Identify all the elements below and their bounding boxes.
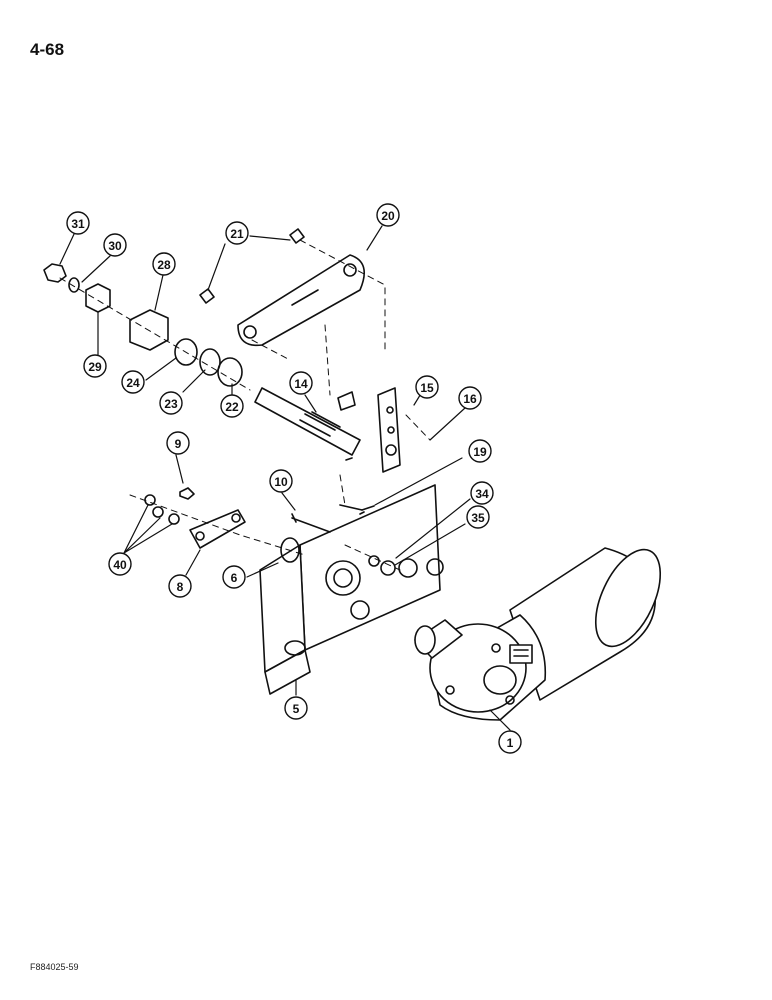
callout-label: 14 [294,377,308,391]
callout-label: 1 [507,736,514,750]
callout-5: 5 [284,696,308,720]
callout-label: 9 [175,437,182,451]
mounting-bracket [259,484,444,695]
callout-label: 8 [177,580,184,594]
callout-15: 15 [415,375,439,399]
callout-label: 31 [71,217,85,231]
callout-label: 30 [108,239,122,253]
callout-40: 40 [108,552,132,576]
fastener-stack [43,263,243,387]
callout-label: 40 [113,558,127,572]
callout-10: 10 [269,469,293,493]
callout-35: 35 [466,505,490,529]
callouts: 31 30 28 21 20 29 24 23 22 14 15 16 19 9 10 34 35 40 8 6 5 1 [66,203,522,754]
callout-circle [284,696,308,720]
callout-circle [159,391,183,415]
callout-21: 21 [225,221,249,245]
wiper-motor [414,547,662,721]
figure-code: F884025-59 [30,962,79,972]
callout-label: 24 [126,376,140,390]
callout-label: 34 [475,487,489,501]
callout-label: 29 [88,360,102,374]
callout-circle [152,252,176,276]
callout-label: 21 [230,227,244,241]
callout-28: 28 [152,252,176,276]
callout-14: 14 [289,371,313,395]
callout-label: 16 [463,392,477,406]
callout-circle [376,203,400,227]
drive-shaft [254,387,401,515]
callout-label: 5 [293,702,300,716]
callout-label: 23 [164,397,178,411]
callout-circle [222,565,246,589]
callout-24: 24 [121,370,145,394]
callout-29: 29 [83,354,107,378]
callout-label: 6 [231,571,238,585]
callout-circle [289,371,313,395]
callout-6: 6 [222,565,246,589]
callout-31: 31 [66,211,90,235]
callout-circle [166,431,190,455]
linkage-hardware [144,457,396,576]
alignment-lines [59,239,431,571]
callout-circle [103,233,127,257]
callout-label: 19 [473,445,487,459]
callout-circle [121,370,145,394]
callout-circle [269,469,293,493]
callout-circle [225,221,249,245]
callout-9: 9 [166,431,190,455]
callout-circle [470,481,494,505]
callout-circle [498,730,522,754]
callout-label: 35 [471,511,485,525]
callout-19: 19 [468,439,492,463]
callout-label: 28 [157,258,171,272]
callout-label: 22 [225,400,239,414]
callout-20: 20 [376,203,400,227]
callout-circle [468,439,492,463]
callout-circle [415,375,439,399]
callout-label: 10 [274,475,288,489]
callout-circle [108,552,132,576]
callout-label: 15 [420,381,434,395]
callout-34: 34 [470,481,494,505]
callout-circle [466,505,490,529]
callout-circle [83,354,107,378]
crank-arm [199,228,366,347]
callout-16: 16 [458,386,482,410]
callout-1: 1 [498,730,522,754]
callout-30: 30 [103,233,127,257]
callout-circle [66,211,90,235]
callout-label: 20 [381,209,395,223]
page-number: 4-68 [30,40,65,59]
callout-23: 23 [159,391,183,415]
callout-8: 8 [168,574,192,598]
callout-22: 22 [220,394,244,418]
callout-circle [168,574,192,598]
callout-circle [458,386,482,410]
callout-circle [220,394,244,418]
